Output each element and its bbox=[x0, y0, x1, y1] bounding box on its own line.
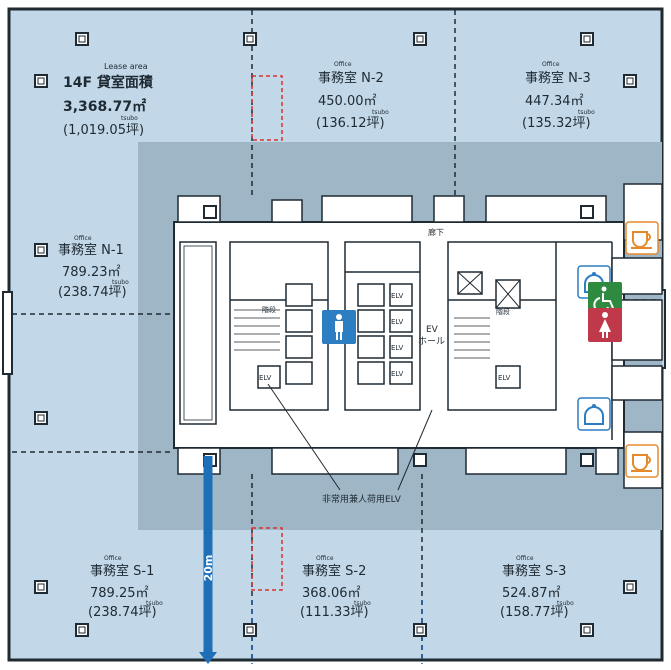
room-s3: Office 事務室 S-3 524.87㎡ tsubo (158.77坪) bbox=[500, 555, 574, 620]
cafe-icon bbox=[625, 444, 659, 478]
room-tsubo-ruby: tsubo bbox=[354, 600, 371, 607]
lease-summary: Lease area 14F 貸室面積 3,368.77㎡ tsubo (1,0… bbox=[63, 62, 154, 138]
summary-floor: 14F 貸室面積 bbox=[63, 74, 154, 91]
room-s2: Office 事務室 S-2 368.06㎡ tsubo (111.33坪) bbox=[300, 555, 371, 620]
room-tsubo: (158.77坪) bbox=[500, 605, 569, 620]
elv-label: ELV bbox=[391, 344, 404, 352]
room-tsubo-ruby: tsubo bbox=[557, 600, 574, 607]
emergency-elv-label: 非常用兼人荷用ELV bbox=[322, 493, 402, 505]
elv-label: ELV bbox=[391, 370, 404, 378]
core-west-room bbox=[179, 241, 217, 425]
core-west-room-inner bbox=[183, 245, 213, 421]
room-name: 事務室 N-3 bbox=[525, 70, 591, 86]
room-sqm: 789.25㎡ bbox=[90, 586, 149, 601]
kettle-icon bbox=[577, 397, 611, 431]
corridor-label: 廊下 bbox=[428, 227, 444, 237]
column-inner bbox=[37, 35, 634, 634]
room-tsubo-ruby: tsubo bbox=[372, 109, 389, 116]
room-ruby: Office bbox=[316, 555, 334, 562]
stair-label: 階段 bbox=[262, 305, 276, 314]
room-sqm: 524.87㎡ bbox=[502, 586, 561, 601]
elv-label: ELV bbox=[498, 374, 511, 382]
room-name: 事務室 S-2 bbox=[302, 563, 366, 579]
stair-east bbox=[454, 317, 490, 359]
room-sqm: 450.00㎡ bbox=[318, 94, 377, 109]
room-tsubo-ruby: tsubo bbox=[146, 600, 163, 607]
room-name: 事務室 N-2 bbox=[318, 70, 384, 86]
stair-label: 階段 bbox=[496, 307, 510, 316]
room-tsubo: (111.33坪) bbox=[300, 605, 369, 620]
room-sqm: 789.23㎡ bbox=[62, 265, 121, 280]
elevator-bank-west bbox=[257, 283, 413, 389]
room-tsubo-ruby: tsubo bbox=[112, 279, 129, 286]
summary-ruby: Lease area bbox=[104, 62, 148, 71]
room-ruby: Office bbox=[104, 555, 122, 562]
summary-sqm: 3,368.77㎡ bbox=[63, 98, 146, 115]
summary-tsubo: (1,019.05坪) bbox=[63, 123, 144, 138]
west-balcony bbox=[2, 291, 13, 375]
room-tsubo: (238.74坪) bbox=[58, 285, 127, 300]
stair-west bbox=[234, 309, 280, 351]
ev-hall-label-2: ホール bbox=[418, 336, 445, 347]
scale-bar: 20m bbox=[199, 456, 217, 664]
room-n3: Office 事務室 N-3 447.34㎡ tsubo (135.32坪) bbox=[522, 61, 595, 131]
room-sqm: 368.06㎡ bbox=[302, 586, 361, 601]
room-tsubo-ruby: tsubo bbox=[578, 109, 595, 116]
ev-hall-label: EV bbox=[426, 325, 439, 335]
room-name: 事務室 S-1 bbox=[90, 563, 154, 579]
core-labels: 廊下 EV ホール ELV ELV ELV ELV ELV ELV 階段 階段 … bbox=[259, 227, 511, 505]
room-n1: Office 事務室 N-1 789.23㎡ tsubo (238.74坪) bbox=[58, 235, 129, 300]
shaft-south bbox=[251, 527, 283, 591]
room-ruby: Office bbox=[334, 61, 352, 68]
room-ruby: Office bbox=[74, 235, 92, 242]
summary-tsubo-ruby: tsubo bbox=[121, 115, 138, 122]
elv-label: ELV bbox=[391, 292, 404, 300]
room-ruby: Office bbox=[516, 555, 534, 562]
room-name: 事務室 N-1 bbox=[58, 242, 124, 258]
elv-label: ELV bbox=[391, 318, 404, 326]
room-sqm: 447.34㎡ bbox=[525, 94, 584, 109]
mens-restroom-icon bbox=[322, 310, 356, 344]
scale-label: 20m bbox=[202, 555, 215, 582]
room-tsubo: (238.74坪) bbox=[88, 605, 157, 620]
shaft-north bbox=[251, 75, 283, 141]
room-tsubo: (135.32坪) bbox=[522, 116, 591, 131]
cafe-icon bbox=[625, 221, 659, 255]
shaft-crosses bbox=[457, 271, 521, 309]
room-s1: Office 事務室 S-1 789.25㎡ tsubo (238.74坪) bbox=[88, 555, 163, 620]
room-tsubo: (136.12坪) bbox=[316, 116, 385, 131]
womens-restroom-icon bbox=[588, 308, 622, 342]
elv-label: ELV bbox=[259, 374, 272, 382]
emergency-elv-leaders bbox=[267, 383, 433, 491]
room-name: 事務室 S-3 bbox=[502, 563, 566, 579]
room-n2: Office 事務室 N-2 450.00㎡ tsubo (136.12坪) bbox=[316, 61, 389, 131]
room-ruby: Office bbox=[542, 61, 560, 68]
